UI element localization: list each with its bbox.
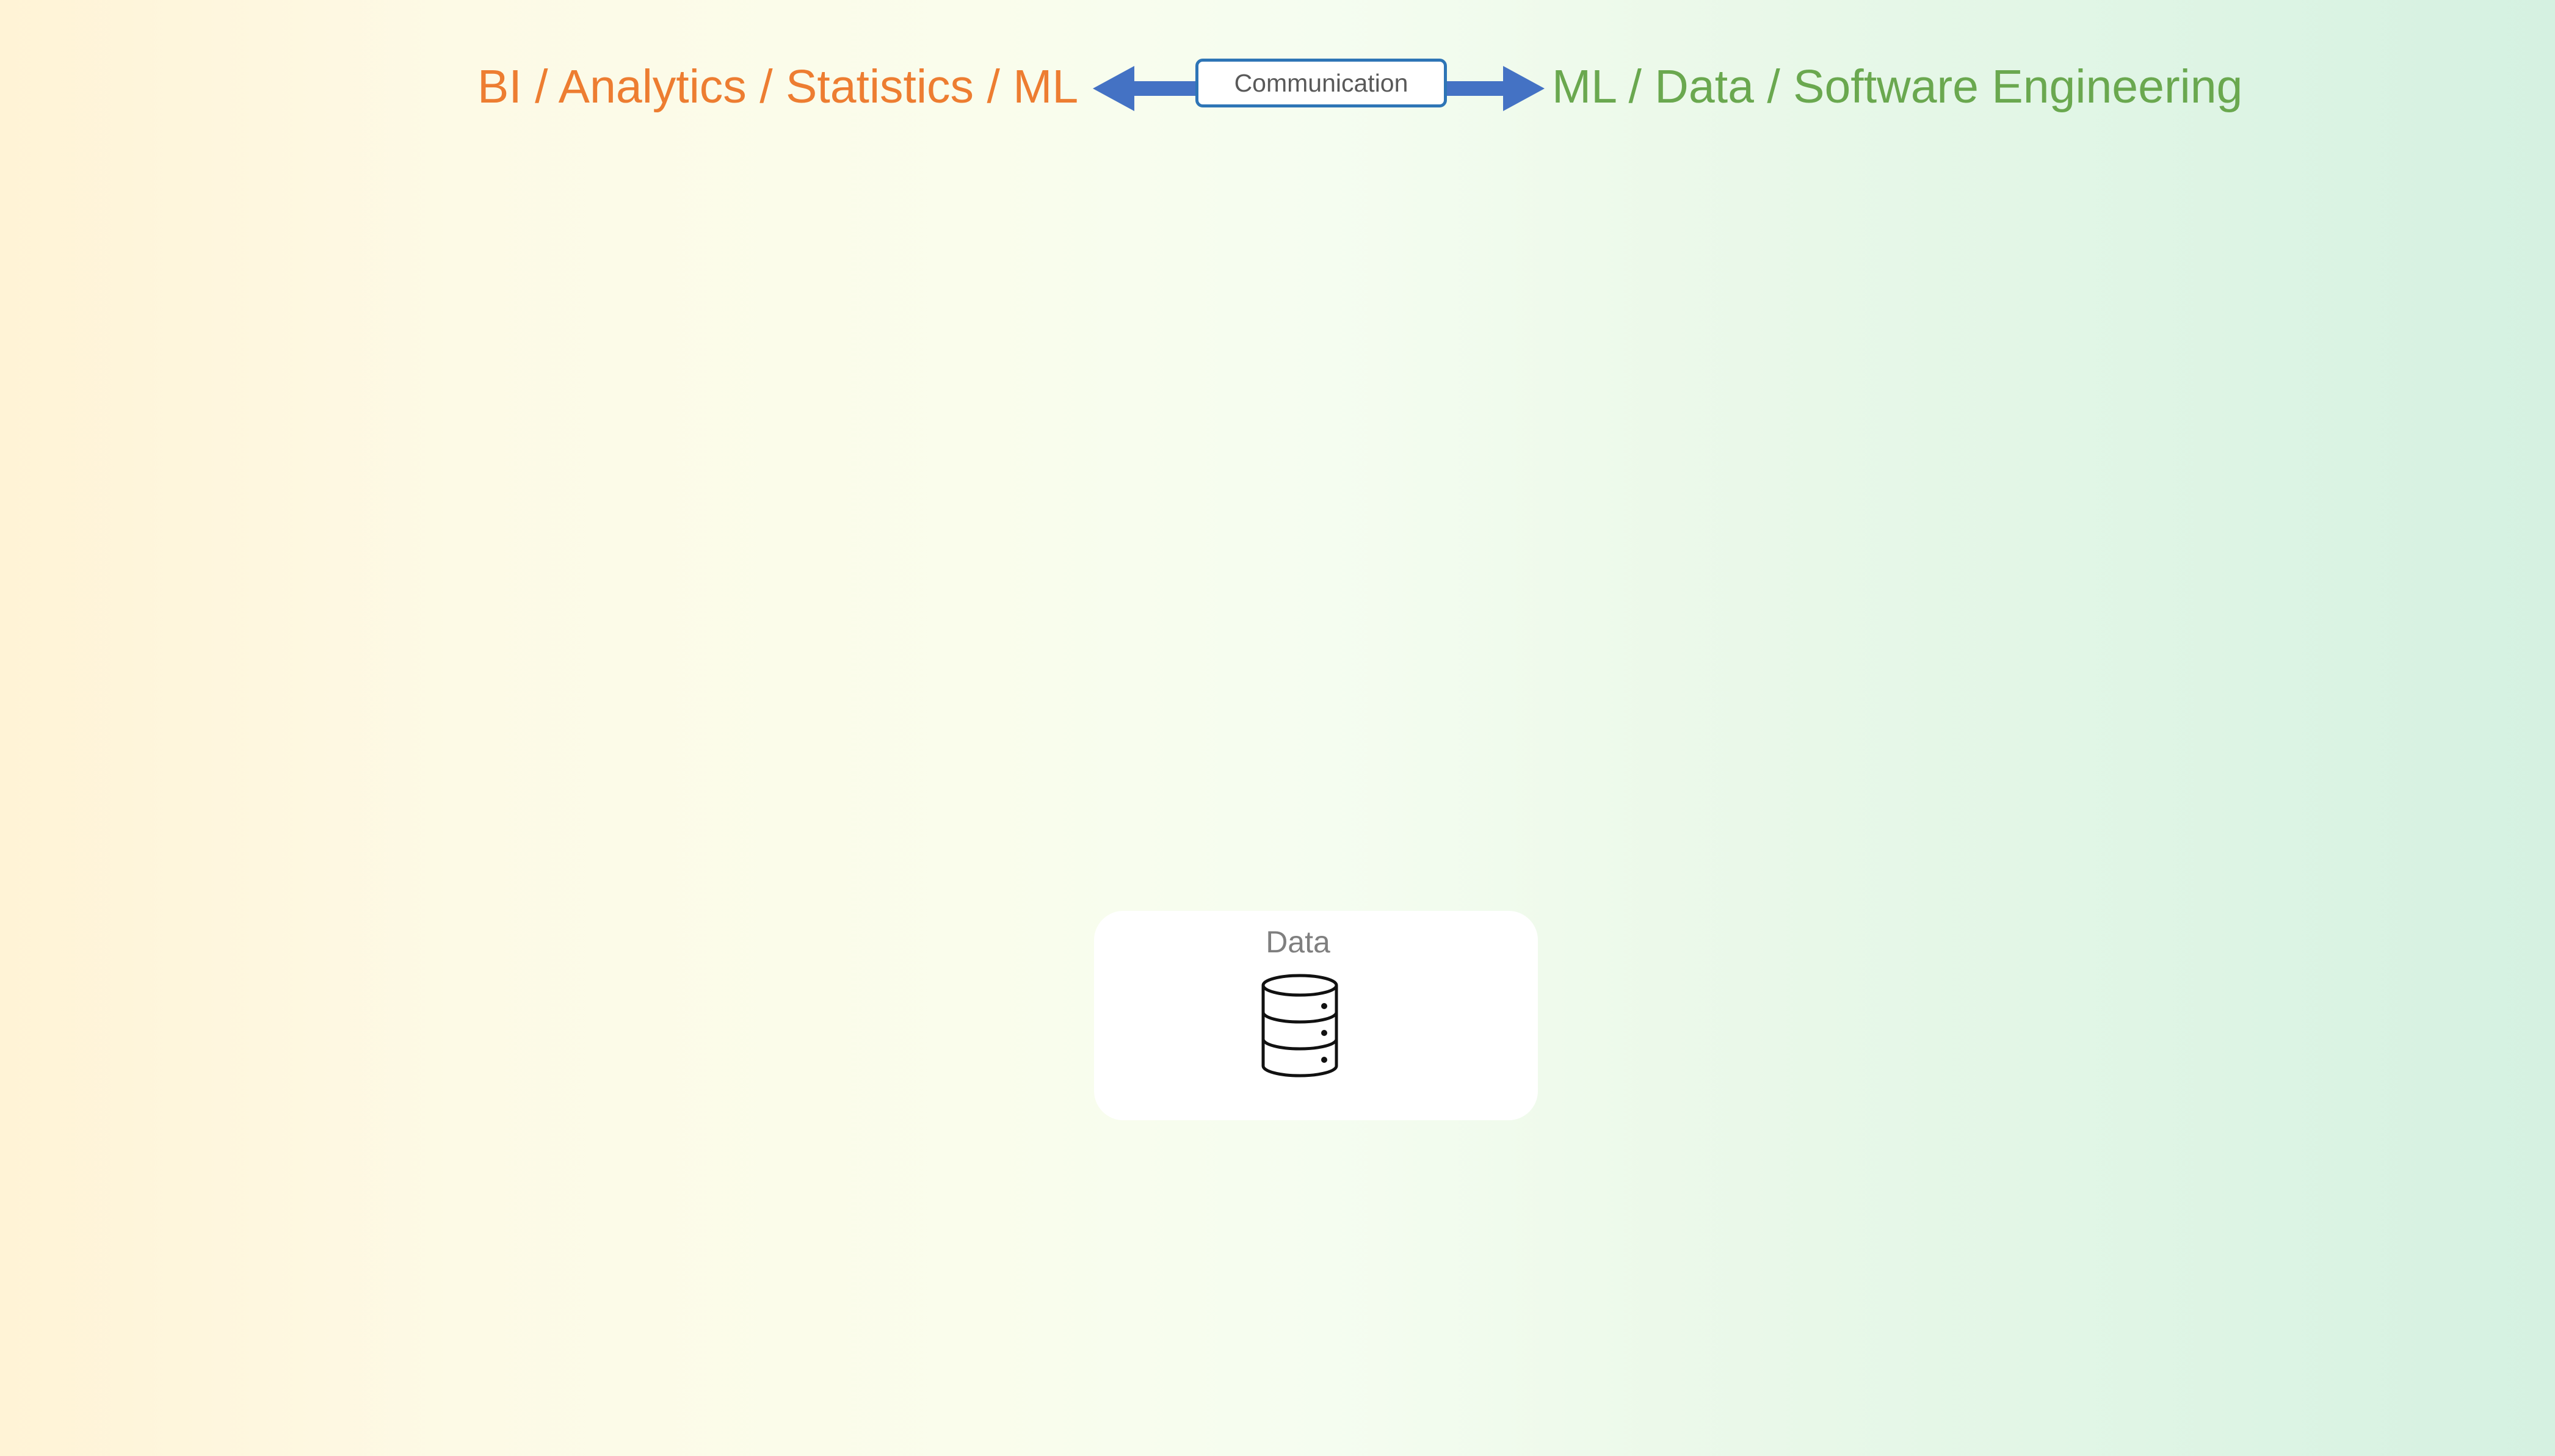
database-icon [1261,974,1338,1078]
communication-box: Communication [1195,59,1447,107]
data-label: Data [1266,925,1330,959]
right-title: ML / Data / Software Engineering [1552,60,2243,113]
left-title: BI / Analytics / Statistics / ML [477,60,1079,113]
communication-label: Communication [1234,68,1408,97]
data-card: Data [1094,911,1538,1120]
